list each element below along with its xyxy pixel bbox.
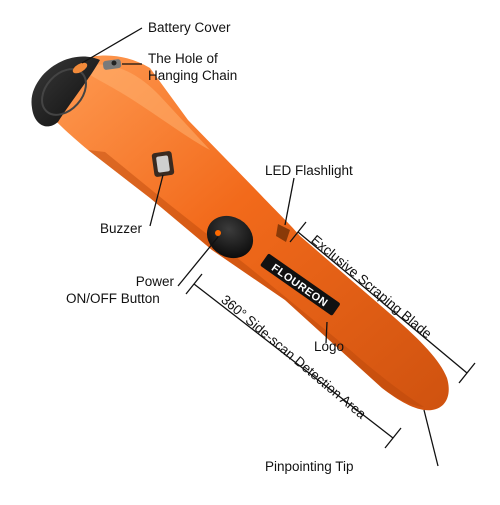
- dimension-side-scan: [193, 283, 394, 439]
- leader-pinpointing-tip: [423, 409, 439, 467]
- label-power-1: Power: [135, 274, 174, 289]
- label-buzzer: Buzzer: [100, 221, 143, 236]
- leader-led: [284, 177, 295, 226]
- body-shadow: [88, 150, 424, 407]
- battery-cover-highlight: [72, 62, 88, 74]
- label-led-flashlight: LED Flashlight: [265, 163, 353, 178]
- label-pinpointing-tip: Pinpointing Tip: [265, 459, 354, 474]
- label-hanging-chain-2: Hanging Chain: [148, 68, 238, 83]
- leader-power: [177, 236, 219, 287]
- label-power-2: ON/OFF Button: [66, 291, 160, 306]
- hanging-chain-hole: [102, 59, 122, 70]
- power-button[interactable]: [199, 208, 261, 267]
- power-led-dot: [215, 230, 221, 236]
- leader-buzzer: [149, 174, 164, 227]
- logo-badge: [260, 253, 340, 316]
- label-hanging-chain-1: The Hole of: [148, 51, 218, 66]
- label-battery-cover: Battery Cover: [148, 20, 231, 35]
- body-highlight: [80, 64, 210, 150]
- dimension-scraping-blade: [297, 231, 468, 374]
- label-logo: Logo: [314, 339, 345, 354]
- leader-battery-cover: [81, 27, 143, 64]
- leader-logo: [325, 321, 328, 344]
- battery-cover-rim: [41, 68, 87, 116]
- led-flashlight: [276, 224, 290, 242]
